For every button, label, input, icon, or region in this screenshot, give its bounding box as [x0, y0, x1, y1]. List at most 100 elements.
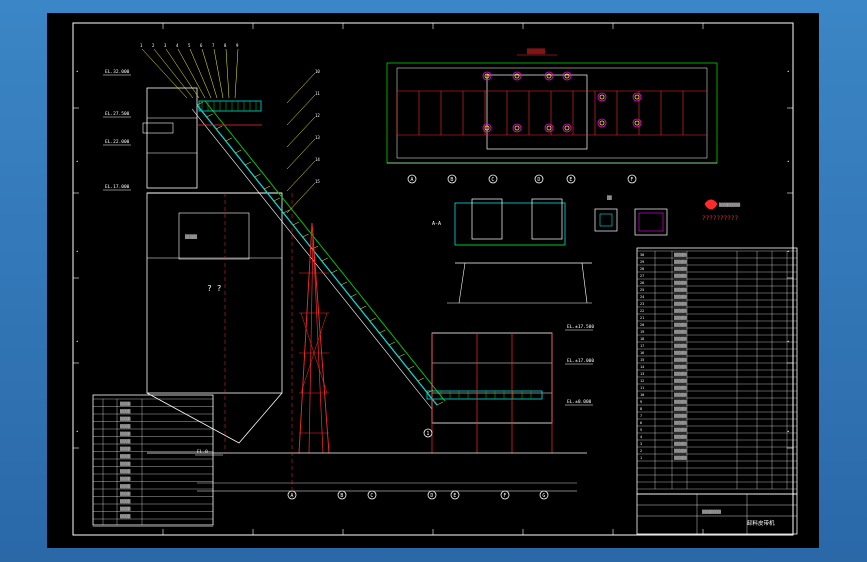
plan-title: ▒▒▒▒▒▒ [527, 48, 546, 55]
parts-row-text: ▒▒▒▒▒▒ [674, 294, 688, 299]
callout-leader [286, 72, 316, 104]
parts-table [636, 247, 798, 495]
detail-label: ▒▒ [607, 195, 612, 200]
spec-table-text: ▒▒▒▒▒ [120, 476, 131, 481]
axis-bubble-label: C [370, 493, 373, 499]
parts-row-text: ▒▒▒▒▒▒ [674, 392, 688, 397]
parts-row-text: ▒▒▒▒▒▒ [674, 427, 688, 432]
conveyor-idler [427, 389, 434, 394]
parts-row-text: ▒▒▒▒▒▒ [674, 280, 688, 285]
title-block-text: ▒▒▒▒▒▒▒▒▒ [702, 509, 722, 514]
parts-row-number: 15 [640, 358, 644, 362]
parts-row-text: ▒▒▒▒▒▒ [674, 413, 688, 418]
parts-row-number: 23 [640, 302, 644, 306]
trestle-inner [308, 232, 324, 454]
spec-table-text: ▒▒▒▒▒ [120, 461, 131, 466]
axis-bubble-label: F [503, 493, 506, 499]
section-leg [581, 262, 588, 304]
silo-note: ▒▒▒▒▒ [185, 234, 198, 239]
axis-bubble [450, 490, 460, 500]
plan-axis-bubble [566, 174, 576, 184]
parts-row-number: 3 [640, 442, 642, 446]
plan-anchor [512, 71, 522, 81]
title-block [636, 493, 798, 535]
parts-row-number: 16 [640, 351, 644, 355]
callout-number: 6 [200, 43, 203, 48]
parts-row-text: ▒▒▒▒▒▒ [674, 448, 688, 453]
elevation-label: EL.22.000 [105, 139, 130, 145]
axis-bubble [427, 490, 437, 500]
callout-leader [177, 48, 206, 99]
parts-row-text: ▒▒▒▒▒▒ [674, 308, 688, 313]
conveyor-idler [417, 377, 424, 382]
plan-anchor [482, 71, 492, 81]
frame-marker: • [787, 69, 789, 74]
callout-number: 4 [176, 43, 179, 48]
axis-bubble [423, 428, 433, 438]
callout-leader [153, 48, 194, 99]
plan-anchor-inner [514, 73, 520, 79]
plan-axis-label: F [630, 177, 633, 183]
plan-anchor [562, 71, 572, 81]
conveyor-idler [321, 257, 328, 262]
parts-row-text: ▒▒▒▒▒▒ [674, 378, 688, 383]
axis-bubble [337, 490, 347, 500]
callout-leader [141, 48, 188, 99]
spec-table [92, 394, 214, 526]
plan-anchor-inner [599, 94, 605, 100]
plan-axis-bubble [627, 174, 637, 184]
elevation-label: EL.±0.000 [567, 399, 592, 405]
plan-axis-bubble [534, 174, 544, 184]
spec-table-text: ▒▒▒▒▒ [120, 431, 131, 436]
detail-2 [634, 208, 668, 236]
parts-row-text: ▒▒▒▒▒▒ [674, 259, 688, 264]
parts-row-number: 14 [640, 365, 644, 369]
parts-row-text: ▒▒▒▒▒▒ [674, 420, 688, 425]
callout-leader [286, 138, 316, 170]
parts-row-text: ▒▒▒▒▒▒ [674, 343, 688, 348]
plan-anchor-inner [484, 73, 490, 79]
parts-row-number: 24 [640, 295, 644, 299]
conveyor-idler [292, 221, 300, 226]
parts-row-number: 27 [640, 274, 644, 278]
parts-row-text: ▒▒▒▒▒▒ [674, 399, 688, 404]
plan-anchor-inner [546, 73, 552, 79]
parts-row-number: 30 [640, 253, 644, 257]
spec-table-text: ▒▒▒▒▒ [120, 446, 131, 451]
conveyor-idler [369, 317, 376, 322]
parts-row-text: ▒▒▒▒▒▒ [674, 455, 688, 460]
parts-row-text: ▒▒▒▒▒▒ [674, 315, 688, 320]
callout-leader [165, 48, 200, 99]
elevation-label: EL.27.500 [105, 111, 130, 117]
plan-anchor [544, 71, 554, 81]
parts-row-number: 7 [640, 414, 642, 418]
parts-row-number: 26 [640, 281, 644, 285]
top-belt [198, 100, 262, 112]
conveyor-idler [340, 281, 348, 286]
conveyor-idler [235, 149, 242, 154]
callout-number: 1 [140, 43, 143, 48]
callout-number: 7 [212, 43, 215, 48]
tail-belt [426, 390, 543, 400]
parts-row-text: ▒▒▒▒▒▒ [674, 441, 688, 446]
plan-anchor-inner [564, 125, 570, 131]
callout-number: 15 [315, 179, 320, 184]
conveyor-frame [191, 108, 433, 410]
plan-anchor-inner [564, 73, 570, 79]
parts-row-text: ▒▒▒▒▒▒ [674, 301, 688, 306]
spec-table-text: ▒▒▒▒▒ [120, 401, 131, 406]
plan-inner [396, 67, 708, 159]
elevation-label: EL.±17.000 [567, 358, 594, 364]
callout-number: 12 [315, 113, 320, 118]
head-tower [146, 87, 198, 189]
parts-row-text: ▒▒▒▒▒▒ [674, 287, 688, 292]
callout-leader [213, 48, 224, 99]
parts-row-text: ▒▒▒▒▒▒ [674, 385, 688, 390]
parts-row-text: ▒▒▒▒▒▒ [674, 406, 688, 411]
conveyor-idler [350, 293, 357, 298]
conveyor-idler [436, 401, 444, 406]
callout-number: 13 [315, 135, 320, 140]
spec-table-text: ▒▒▒▒▒ [120, 469, 131, 474]
callout-leader [286, 160, 316, 192]
